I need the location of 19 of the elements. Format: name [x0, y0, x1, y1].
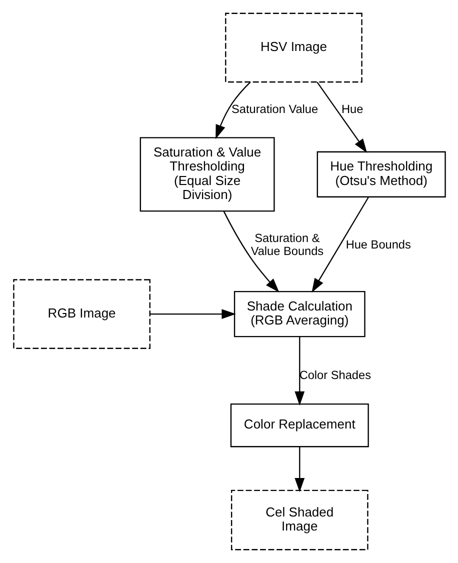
node-box: Color Replacement — [230, 403, 368, 448]
edge-label: Hue Bounds — [345, 237, 410, 252]
arrow — [294, 336, 304, 406]
node-box: Cel Shaded Image — [230, 490, 368, 550]
arrow — [149, 309, 236, 320]
edge-label: Saturation & Value Bounds — [250, 230, 324, 258]
node-box: RGB Image — [12, 279, 150, 349]
node-box: HSV Image — [224, 12, 362, 83]
edge-label: Color Shades — [298, 368, 370, 382]
node-box: Shade Calculation (RGB Averaging) — [233, 290, 365, 338]
node-box: Saturation & Value Thresholding (Equal Size Division) — [139, 137, 274, 212]
edge-label: Saturation Value — [230, 102, 318, 116]
arrow — [294, 447, 304, 492]
node-box: Hue Thresholding (Otsu's Method) — [316, 151, 446, 198]
edge-label: Hue — [340, 102, 363, 116]
arrow — [311, 196, 369, 293]
arrow — [215, 82, 250, 140]
arrow — [222, 211, 279, 292]
arrow — [316, 82, 367, 153]
